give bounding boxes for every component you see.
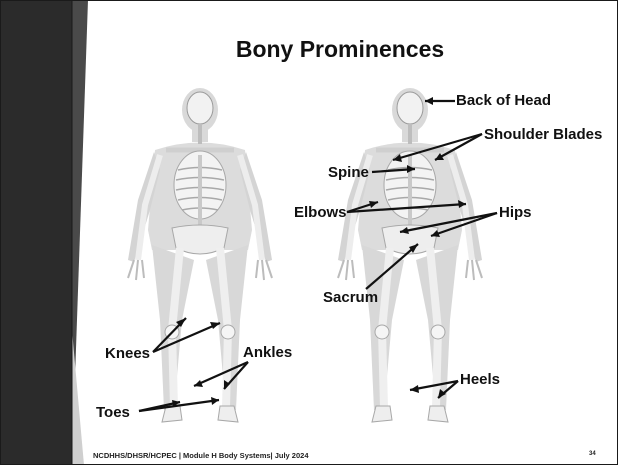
label-knees: Knees <box>105 345 150 362</box>
label-shoulder-blades: Shoulder Blades <box>484 126 602 143</box>
label-back-of-head: Back of Head <box>456 92 551 109</box>
label-ankles: Ankles <box>243 344 292 361</box>
label-hips: Hips <box>499 204 532 221</box>
label-toes: Toes <box>96 404 130 421</box>
label-elbows: Elbows <box>294 204 347 221</box>
slide-footer: NCDHHS/DHSR/HCPEC | Module H Body System… <box>93 451 309 460</box>
label-heels: Heels <box>460 371 500 388</box>
page-number: 34 <box>589 451 596 457</box>
label-spine: Spine <box>328 164 369 181</box>
label-sacrum: Sacrum <box>323 289 378 306</box>
front-skeleton <box>128 88 272 422</box>
